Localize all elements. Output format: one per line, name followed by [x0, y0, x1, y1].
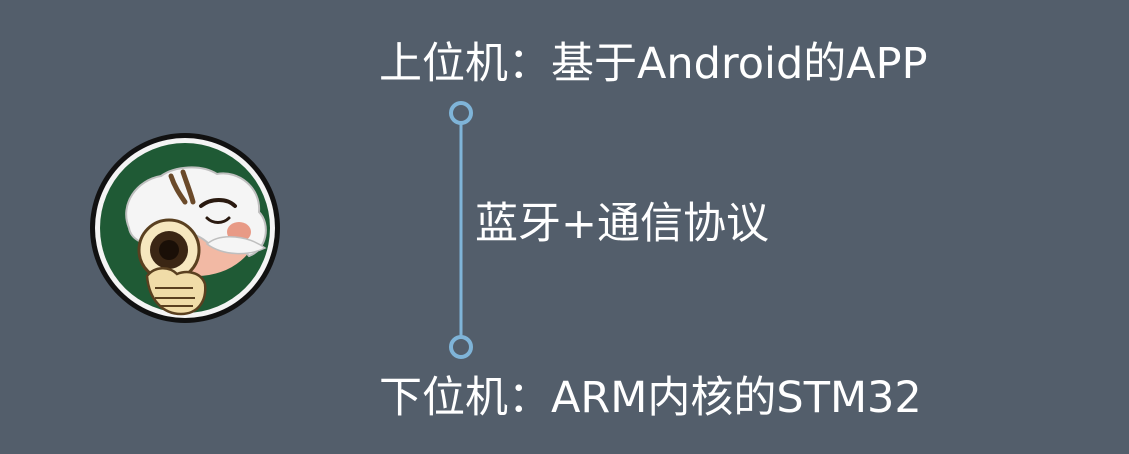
connector-top-node [449, 101, 473, 125]
link-connector [449, 101, 473, 359]
connector-bottom-node [449, 335, 473, 359]
cowboy-gunman-logo-icon [90, 133, 280, 323]
upper-node-label: 上位机：基于Android的APP [379, 39, 928, 89]
lower-node-label: 下位机：ARM内核的STM32 [379, 373, 922, 423]
link-label: 蓝牙+通信协议 [475, 199, 770, 249]
